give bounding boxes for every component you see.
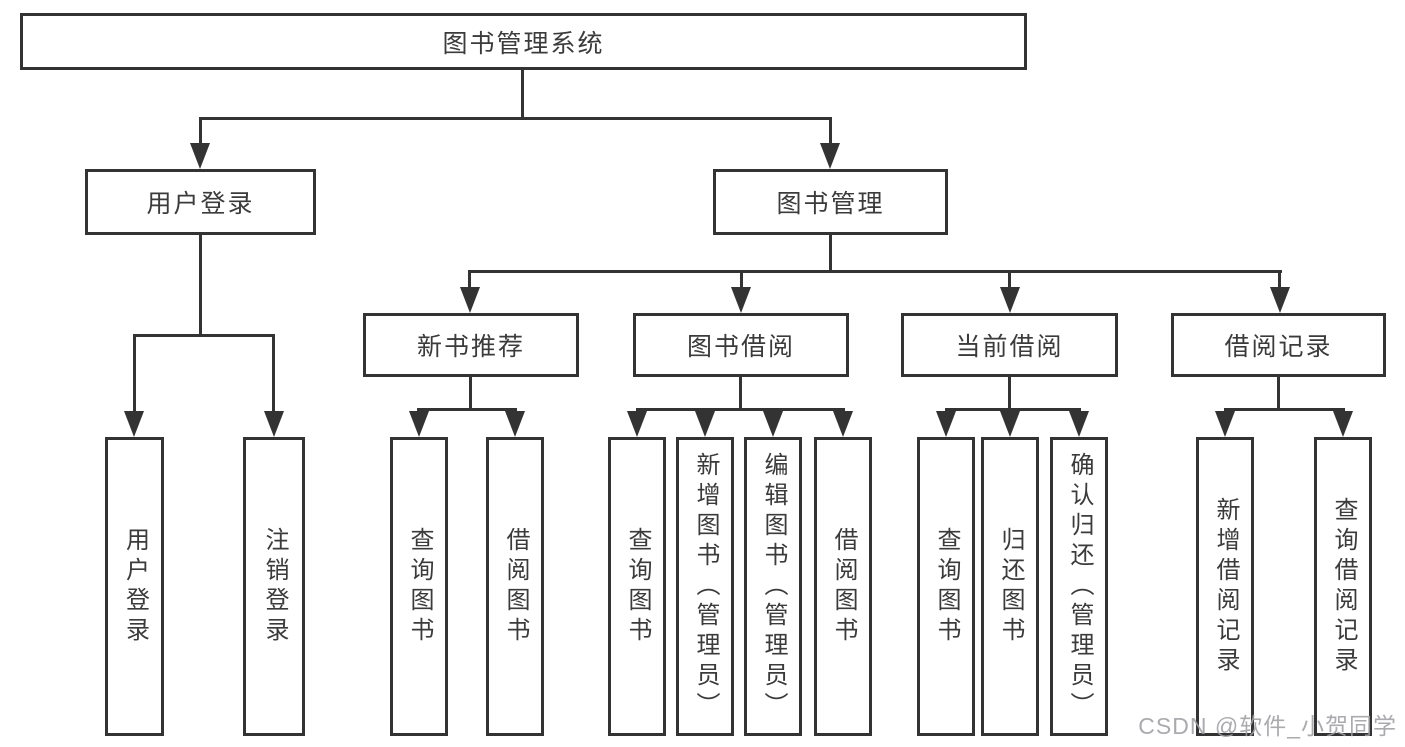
connector-line	[272, 334, 275, 414]
csdn-watermark: CSDN @软件_小贺同学	[1138, 713, 1397, 739]
arrow-down-icon	[190, 143, 210, 169]
node-label: 图书管理系统	[442, 29, 605, 58]
node-new-book-recommend: 新书推荐	[363, 313, 579, 377]
connector-line	[468, 270, 1282, 273]
node-label: 新书推荐	[416, 333, 525, 361]
leaf-query-books-current: 查询图书	[917, 437, 975, 736]
connector-line	[636, 408, 845, 411]
connector-line	[417, 408, 517, 411]
node-label: 确认归还（管理员）	[1066, 451, 1093, 722]
node-label: 编辑图书（管理员）	[760, 451, 787, 722]
node-label: 借阅图书	[502, 526, 529, 647]
arrow-down-icon	[763, 411, 783, 437]
connector-line	[199, 235, 202, 337]
node-user-login: 用户登录	[85, 169, 316, 235]
arrow-down-icon	[1333, 411, 1353, 437]
arrow-down-icon	[936, 411, 956, 437]
connector-line	[829, 235, 832, 273]
arrow-down-icon	[124, 411, 144, 437]
node-label: 归还图书	[997, 526, 1024, 647]
arrow-down-icon	[1215, 411, 1235, 437]
connector-line	[468, 270, 471, 290]
connector-line	[199, 117, 202, 146]
leaf-borrow-books-recommend: 借阅图书	[486, 437, 544, 736]
leaf-add-borrow-record: 新增借阅记录	[1196, 437, 1254, 736]
leaf-return-books: 归还图书	[981, 437, 1039, 736]
node-label: 查询图书	[406, 526, 433, 647]
arrow-down-icon	[264, 411, 284, 437]
node-borrow-records: 借阅记录	[1171, 313, 1386, 377]
connector-line	[1008, 377, 1011, 411]
node-label: 借阅图书	[830, 526, 857, 647]
arrow-down-icon	[833, 411, 853, 437]
connector-line	[1277, 377, 1280, 411]
leaf-query-books-recommend: 查询图书	[390, 437, 448, 736]
connector-line	[739, 377, 742, 411]
node-label: 新增借阅记录	[1212, 496, 1239, 677]
connector-line	[133, 334, 136, 414]
connector-line	[469, 377, 472, 411]
node-book-management: 图书管理	[713, 169, 948, 235]
node-label: 查询图书	[624, 526, 651, 647]
leaf-add-books-admin: 新增图书（管理员）	[676, 437, 734, 736]
node-book-borrow: 图书借阅	[633, 313, 849, 377]
arrow-down-icon	[409, 411, 429, 437]
leaf-logout: 注销登录	[243, 437, 305, 736]
connector-line	[199, 117, 831, 120]
leaf-user-login: 用户登录	[105, 437, 164, 736]
arrow-down-icon	[695, 411, 715, 437]
node-label: 注销登录	[261, 526, 288, 647]
node-label: 当前借阅	[955, 333, 1064, 361]
node-label: 查询借阅记录	[1330, 496, 1357, 677]
arrow-down-icon	[460, 287, 480, 313]
node-label: 新增图书（管理员）	[692, 451, 719, 722]
leaf-query-borrow-record: 查询借阅记录	[1314, 437, 1372, 736]
node-label: 用户登录	[121, 526, 149, 647]
node-label: 查询图书	[933, 526, 960, 647]
arrow-down-icon	[1270, 287, 1290, 313]
connector-line	[133, 334, 275, 337]
arrow-down-icon	[731, 287, 751, 313]
leaf-confirm-return-admin: 确认归还（管理员）	[1050, 437, 1108, 736]
leaf-borrow-books: 借阅图书	[814, 437, 872, 736]
arrow-down-icon	[1000, 411, 1020, 437]
leaf-query-books-borrow: 查询图书	[608, 437, 666, 736]
node-label: 借阅记录	[1224, 333, 1333, 361]
connector-line	[740, 270, 743, 290]
arrow-down-icon	[1069, 411, 1089, 437]
arrow-down-icon	[820, 143, 840, 169]
arrow-down-icon	[627, 411, 647, 437]
connector-line	[829, 117, 832, 146]
connector-line	[1224, 408, 1345, 411]
arrow-down-icon	[1000, 287, 1020, 313]
node-label: 图书借阅	[686, 333, 795, 361]
arrow-down-icon	[505, 411, 525, 437]
connector-line	[945, 408, 1081, 411]
connector-line	[521, 69, 524, 120]
node-label: 用户登录	[146, 190, 255, 218]
node-label: 图书管理	[776, 190, 885, 218]
connector-line	[1008, 270, 1011, 290]
leaf-edit-books-admin: 编辑图书（管理员）	[744, 437, 802, 736]
node-library-system: 图书管理系统	[20, 13, 1027, 70]
node-current-borrow: 当前借阅	[901, 313, 1118, 377]
connector-line	[1278, 270, 1281, 290]
